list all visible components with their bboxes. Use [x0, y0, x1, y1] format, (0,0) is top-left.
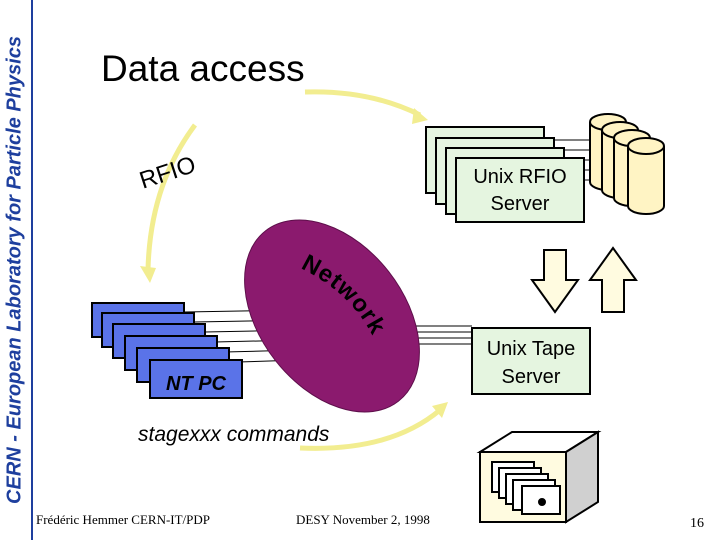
upload-arrow-icon — [588, 246, 638, 313]
tape-server-label-line2: Server — [502, 366, 561, 388]
top-arrow-head-icon — [412, 108, 428, 124]
footer-author: Frédéric Hemmer CERN-IT/PDP — [36, 512, 211, 527]
tape-server-label-line1: Unix Tape — [487, 338, 576, 360]
network-cloud — [244, 219, 420, 413]
stage-commands-label: stagexxx commands — [138, 423, 330, 446]
footer-event: DESY November 2, 1998 — [296, 512, 430, 527]
download-arrow-icon — [530, 249, 580, 314]
nt-pc-stack — [91, 302, 230, 383]
tape-server-box — [471, 327, 591, 395]
rfio-server-label-line2: Server — [491, 193, 550, 215]
top-curved-arrow — [304, 89, 422, 118]
rfio-curved-arrow — [145, 123, 198, 271]
stage-curved-arrow — [299, 408, 442, 451]
rfio-arrow-head-icon — [140, 266, 156, 283]
rfio-server-front-box — [455, 157, 585, 223]
rfio-label: RFIO — [136, 151, 199, 194]
side-banner: CERN - European Laboratory for Particle … — [0, 0, 30, 540]
disk-icon — [627, 137, 665, 215]
nt-pc-label: NT PC — [166, 373, 227, 395]
rfio-server-label-line1: Unix RFIO — [473, 166, 566, 188]
page-number: 16 — [690, 516, 704, 531]
tape-drive-icon — [476, 430, 602, 524]
stage-arrow-head-icon — [432, 402, 448, 418]
side-banner-divider — [31, 0, 33, 540]
nt-pc-front-box — [149, 359, 243, 399]
disk-stack — [589, 113, 665, 215]
slide-title: Data access — [101, 48, 305, 89]
